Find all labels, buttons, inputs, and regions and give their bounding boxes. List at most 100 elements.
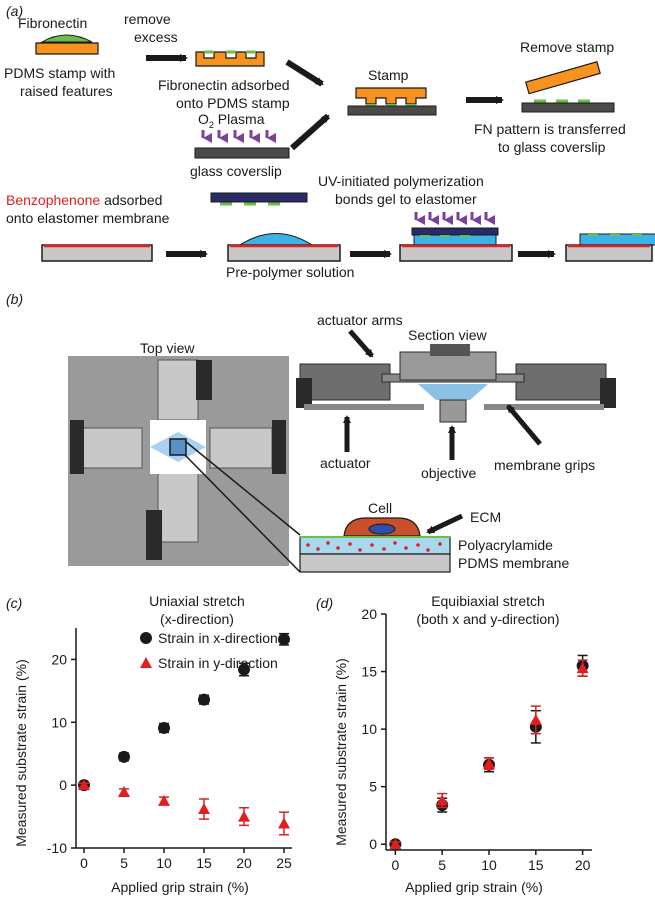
panel-d-x-tick-label: 5: [438, 857, 446, 873]
prepolymer-label: Pre-polymer solution: [226, 264, 354, 280]
panel-c-ylabel: Measured substrate strain (%): [13, 659, 29, 847]
fibronectin-drop: [40, 34, 93, 43]
panel-c-y-tick-label: 20: [51, 651, 67, 667]
glass-coverslip-2: [347, 105, 437, 116]
stamp-caption-2: raised features: [20, 83, 113, 99]
panel-d-x-tick-label: 20: [575, 857, 591, 873]
panel-c-x-tick-label: 15: [196, 855, 212, 871]
panel-c-point-series-0: [118, 750, 130, 763]
panel-c-point-series-0: [238, 663, 250, 676]
fn-transfer-1: FN pattern is transferred: [474, 121, 626, 137]
panel-c-point-series-1: [198, 803, 210, 815]
panel-d-ylabel: Measured substrate strain (%): [333, 658, 349, 846]
top-view-image: [68, 356, 289, 566]
legend-y-label: Strain in y-direction: [158, 655, 278, 671]
pdms-membrane-layer: [299, 553, 451, 573]
stamp-caption-1: PDMS stamp with: [4, 65, 115, 81]
glass-coverslip-3: [521, 102, 615, 113]
panel-b-letter: (b): [6, 291, 23, 307]
elastomer-membrane-3: [399, 244, 513, 262]
coverslip-top: [411, 227, 499, 236]
panel-d-chart: (d) Equibiaxial stretch (both x and y-di…: [316, 593, 592, 895]
panel-c-x-tick-label: 20: [236, 855, 252, 871]
legend-y-marker: [140, 657, 152, 668]
cell-label: Cell: [368, 500, 392, 516]
panel-a: (a) Fibronectin PDMS stamp with raised f…: [4, 3, 655, 280]
panel-b: (b) Top view actuator arms Section view: [6, 291, 616, 573]
legend-x-marker: [140, 632, 152, 644]
pdms-stamp-1: [35, 42, 99, 55]
panel-c-subtitle: (x-direction): [160, 611, 234, 627]
actuator-label: actuator: [320, 455, 371, 471]
arrow-diag-2: [290, 113, 330, 151]
nucleus: [368, 523, 396, 535]
stamp-label: Stamp: [368, 67, 409, 83]
panel-c-letter: (c): [6, 595, 22, 611]
panel-d-title: Equibiaxial stretch: [431, 593, 545, 609]
panel-c-legend: Strain in x-direction Strain in y-direct…: [140, 630, 278, 671]
panel-c-y-tick-label: 0: [59, 777, 67, 793]
plasma-label: O2 Plasma: [198, 111, 265, 130]
panel-c-point-series-1: [78, 779, 90, 791]
remove-excess-2: excess: [134, 29, 178, 45]
elastomer-membrane-2: [227, 244, 341, 262]
panel-d-y-tick-label: 20: [361, 606, 377, 622]
legend-x-label: Strain in x-direction: [158, 630, 278, 646]
panel-c-y-tick-label: -10: [47, 840, 67, 856]
panel-c-chart: (c) Uniaxial stretch (x-direction) Measu…: [6, 593, 292, 895]
fibronectin-label: Fibronectin: [18, 15, 87, 31]
adsorbed-label-2: onto PDMS stamp: [176, 95, 290, 111]
pdms-membrane-label: PDMS membrane: [458, 555, 569, 571]
benzophenone-label: Benzophenone adsorbed: [6, 192, 162, 208]
patterned-coverslip: [210, 192, 308, 203]
elastomer-membrane-1: [41, 244, 153, 262]
objective-label: objective: [421, 465, 476, 481]
benzophenone-label-2: onto elastomer membrane: [6, 210, 170, 226]
panel-c-x-tick-label: 0: [80, 855, 88, 871]
panel-c-title: Uniaxial stretch: [149, 593, 245, 609]
panel-c-point-series-0: [278, 633, 290, 646]
panel-c-point-series-1: [278, 817, 290, 829]
polyacrylamide-beads: [306, 541, 442, 552]
arrow-membrane-grips: [506, 404, 542, 446]
panel-d-subtitle: (both x and y-direction): [416, 611, 559, 627]
panel-d-x-tick-label: 15: [528, 857, 544, 873]
prepolymer-drop: [238, 233, 314, 246]
panel-c-xlabel: Applied grip strain (%): [111, 879, 249, 895]
panel-c-point-series-0: [198, 693, 210, 706]
panel-c-y-tick-label: 10: [51, 714, 67, 730]
remove-excess-1: remove: [124, 11, 171, 27]
panel-d-xlabel: Applied grip strain (%): [405, 879, 543, 895]
top-view-label: Top view: [140, 340, 195, 356]
panel-c-x-tick-label: 10: [156, 855, 172, 871]
pdms-stamp-2: [195, 51, 265, 67]
panel-d-y-tick-label: 15: [361, 664, 377, 680]
stamp-on-glass: [355, 87, 427, 105]
uv-label-2: bonds gel to elastomer: [335, 191, 477, 207]
fn-transfer-2: to glass coverslip: [498, 139, 606, 155]
panel-c-x-tick-label: 25: [276, 855, 292, 871]
lifted-stamp: [524, 61, 601, 95]
membrane-grips-label: membrane grips: [494, 457, 595, 473]
panel-d-point-series-1: [436, 794, 449, 806]
section-view-image: [296, 344, 616, 423]
arrow-diag-1: [285, 59, 324, 87]
panel-d-letter: (d): [316, 595, 333, 611]
arrow-ecm: [426, 513, 464, 535]
ecm-label: ECM: [470, 509, 501, 525]
actuator-arms-label: actuator arms: [317, 312, 403, 328]
panel-c-point-series-1: [118, 786, 130, 798]
glass-label: glass coverslip: [190, 163, 282, 179]
section-view-label: Section view: [408, 327, 487, 343]
panel-d-y-tick-label: 10: [361, 721, 377, 737]
panel-d-x-tick-label: 0: [391, 857, 399, 873]
panel-d-point-series-1: [576, 662, 589, 674]
panel-d-point-series-1: [529, 713, 542, 725]
plasma-arrows: [201, 130, 276, 143]
arrow-actuator-arms: [348, 329, 374, 358]
polyacrylamide-label: Polyacrylamide: [458, 537, 553, 553]
panel-d-y-tick-label: 5: [369, 779, 377, 795]
panel-c-point-series-1: [238, 810, 250, 822]
